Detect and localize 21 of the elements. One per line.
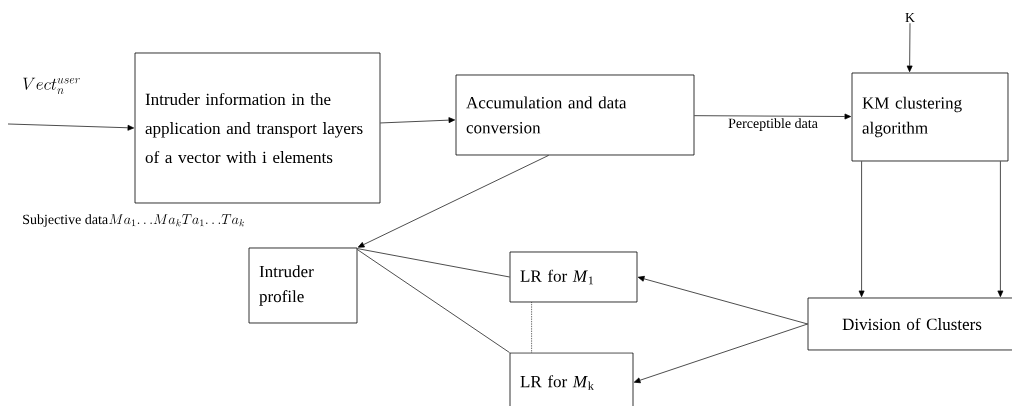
process-box: Division of Clusters — [807, 297, 1012, 351]
arrow — [7, 123, 135, 131]
process-box: LR for M$_{k}$ — [509, 352, 634, 406]
arrow — [633, 323, 808, 384]
edge-label: Perceptible data — [728, 118, 818, 131]
input-label: $Vect_n^{user}$ — [23, 77, 80, 94]
process-box: KM clustering algorithm — [851, 72, 1009, 162]
process-box: Intruder profile — [248, 247, 358, 324]
process-box: Accumulation and data conversion — [455, 74, 695, 156]
arrow — [380, 117, 456, 124]
arrow — [997, 161, 1004, 298]
data-formula: $Ma_1{\ldots}Ma_kTa_1{\ldots}Ta_k$ — [109, 214, 245, 227]
arrow — [694, 113, 852, 120]
arrow — [858, 161, 865, 298]
process-box: Intruder information in the application and transport layers of a vector with i elements — [134, 52, 381, 204]
arrow — [906, 22, 913, 73]
arrow — [357, 155, 549, 248]
arrow — [637, 275, 808, 325]
data-label: Subjective data — [23, 214, 108, 227]
process-box: LR for M$_{1}$ — [509, 251, 638, 303]
input-label: K — [905, 12, 915, 23]
